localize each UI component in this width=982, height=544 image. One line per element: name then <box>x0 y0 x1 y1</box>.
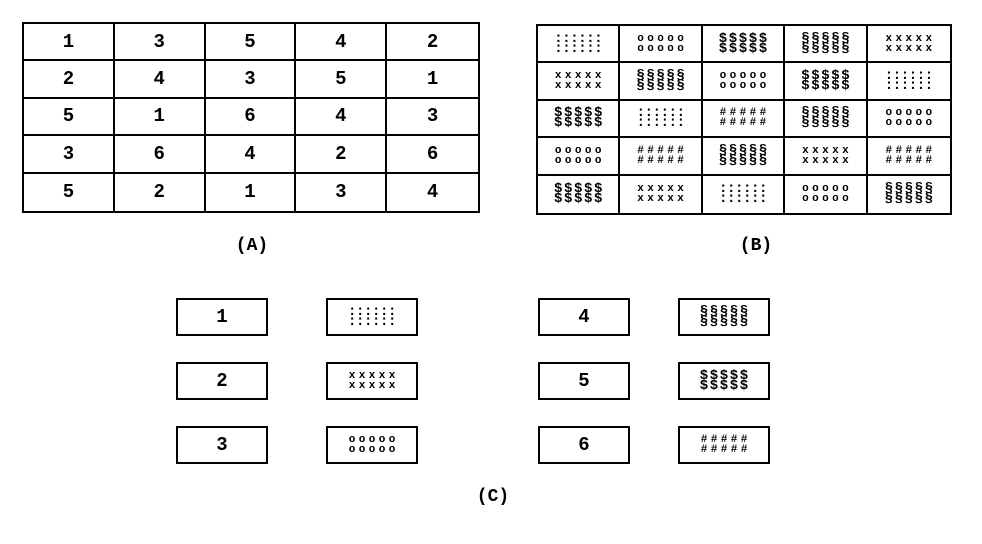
grid-b-cell: $$$$$$$$$$ <box>785 63 868 101</box>
grid-b-cell: $$$$$$$$$$ <box>702 26 786 64</box>
helix-pattern-icon: §§§§§§§§§§ <box>884 181 933 208</box>
grid-b-cell: :::::::::::: <box>538 26 621 64</box>
grid-a-cell: 4 <box>296 24 388 62</box>
grid-a-cell: 6 <box>205 98 297 137</box>
caption-b: (B) <box>739 236 773 256</box>
grid-b-cell: :::::::::::: <box>867 63 950 101</box>
grid-b-cell: $$$$$$$$$$ <box>538 100 621 139</box>
grid-b-cell: §§§§§§§§§§ <box>785 100 868 139</box>
hash-pattern-icon: ########## <box>637 144 684 167</box>
legend-pattern-box: :::::::::::: <box>326 298 418 336</box>
grid-a-cell: 1 <box>24 24 115 62</box>
grid-a-cell: 5 <box>24 173 115 211</box>
helix-pattern-icon: §§§§§§§§§§ <box>718 142 768 169</box>
grid-a-cell: 5 <box>205 24 297 62</box>
legend-number-box: 6 <box>538 426 630 464</box>
grid-a-cell: 3 <box>296 173 388 211</box>
grid-a-cell: 4 <box>205 136 297 174</box>
dots-pattern-icon: :::::::::::: <box>554 30 603 57</box>
helix-pattern-icon: §§§§§§§§§§ <box>636 68 685 95</box>
grid-a-cell: 4 <box>426 181 439 204</box>
grid-b-cell: $$$$$$$$$$ <box>538 175 621 213</box>
hash-pattern-icon: ########## <box>700 434 748 456</box>
legend-number-box: 1 <box>176 298 268 336</box>
legend-number-box: 4 <box>538 298 630 336</box>
grid-a-cell: 4 <box>296 98 388 137</box>
dollar-pattern-icon: $$$$$$$$$$ <box>801 68 850 95</box>
dollar-pattern-icon: $$$$$$$$$$ <box>553 181 603 208</box>
legend-pattern-box: $$$$$$$$$$ <box>678 362 770 400</box>
helix-pattern-icon: §§§§§§§§§§ <box>801 30 850 57</box>
legend-number-box: 2 <box>176 362 268 400</box>
helix-pattern-icon: §§§§§§§§§§ <box>801 105 850 132</box>
grid-a-cell: 2 <box>115 173 206 211</box>
grid-b-cell: §§§§§§§§§§ <box>702 138 786 176</box>
grid-a-cell: 6 <box>387 136 478 174</box>
grid-a-cell: 3 <box>114 24 206 62</box>
grid-b-cell: ########## <box>702 100 786 139</box>
hash-pattern-icon: ########## <box>719 107 767 130</box>
grid-a-cell: 5 <box>24 98 115 137</box>
grid-a-cell: 1 <box>114 98 206 137</box>
grid-a-cell: 2 <box>387 24 478 62</box>
dots-pattern-icon: :::::::::::: <box>884 68 934 95</box>
hash-pattern-icon: ########## <box>885 144 933 167</box>
grid-a-cell: 2 <box>296 136 388 174</box>
dots-pattern-icon: :::::::::::: <box>718 181 768 208</box>
grid-b-cell: §§§§§§§§§§ <box>868 176 950 213</box>
grid-b-cell: ########## <box>620 138 703 176</box>
grid-a-cell: 1 <box>387 61 478 99</box>
grid-a-cell: 3 <box>24 136 115 174</box>
helix-pattern-icon: §§§§§§§§§§ <box>699 304 749 330</box>
dollar-pattern-icon: $$$$$$$$$$ <box>699 368 749 394</box>
dollar-pattern-icon: $$$$$$$$$$ <box>553 105 603 132</box>
grid-a-cell: 1 <box>206 173 297 211</box>
grid-a-cell: 5 <box>296 61 388 99</box>
caption-c: (C) <box>476 487 510 507</box>
grid-b-cell: ########## <box>867 138 950 176</box>
grid-a-cell: 3 <box>387 99 478 137</box>
grid-a-cell: 6 <box>114 136 206 174</box>
dollar-pattern-icon: $$$$$$$$$$ <box>718 30 768 57</box>
grid-b-cell: :::::::::::: <box>620 100 703 139</box>
caption-a: (A) <box>235 236 269 256</box>
grid-a-cell: 2 <box>24 61 115 99</box>
legend-pattern-box: §§§§§§§§§§ <box>678 298 770 336</box>
grid-b-cell: §§§§§§§§§§ <box>620 63 703 101</box>
grid-a-cell: 4 <box>114 61 206 99</box>
dots-pattern-icon: :::::::::::: <box>348 304 397 330</box>
grid-b-cell: §§§§§§§§§§ <box>785 26 868 64</box>
dots-pattern-icon: :::::::::::: <box>636 105 685 132</box>
legend-pattern-box: ########## <box>678 426 770 464</box>
grid-b-cell: :::::::::::: <box>703 175 786 213</box>
legend-number-box: 5 <box>538 362 630 400</box>
grid-a-cell: 3 <box>205 61 297 99</box>
legend-number-box: 3 <box>176 426 268 464</box>
